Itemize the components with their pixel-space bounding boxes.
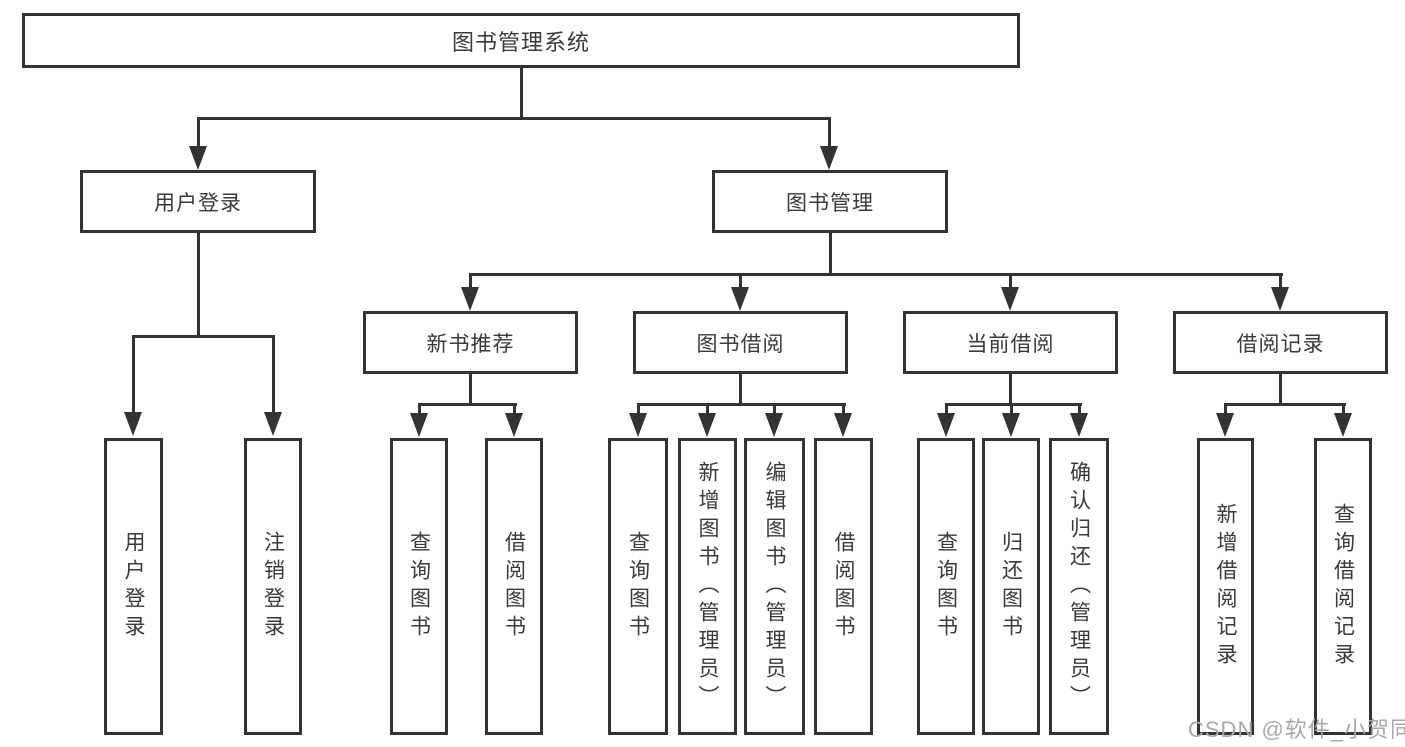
connector-nb-borrow-drop <box>513 406 516 413</box>
arrowhead-current-borrow-icon <box>1001 287 1019 311</box>
connector-current-borrow-bar <box>945 403 1082 406</box>
connector-bb-edit-drop <box>773 406 776 413</box>
connector-level1-bar <box>197 117 831 120</box>
arrowhead-rec-add-icon <box>1216 413 1234 437</box>
leaf-bb-borrow-books: 借阅图书 <box>814 438 873 735</box>
connector-new-book-drop <box>469 273 472 287</box>
arrowhead-nb-query-icon <box>410 413 428 437</box>
connector-user-login-drop <box>197 117 200 146</box>
node-new-book-recommend: 新书推荐 <box>363 311 578 374</box>
connector-root-stem <box>520 68 523 117</box>
arrowhead-bb-borrow-icon <box>834 413 852 437</box>
leaf-bb-edit-books-admin: 编辑图书（管理员） <box>744 438 805 735</box>
leaf-bb-add-books-admin: 新增图书（管理员） <box>678 438 737 735</box>
arrowhead-cb-return-icon <box>1002 413 1020 437</box>
connector-leaf-user-login-drop <box>132 335 135 412</box>
arrowhead-cb-confirm-icon <box>1070 413 1088 437</box>
connector-rec-add-drop <box>1224 406 1227 413</box>
connector-leaf-logout-drop <box>272 335 275 412</box>
arrowhead-new-book-icon <box>461 287 479 311</box>
connector-level2-bar <box>469 273 1283 276</box>
arrowhead-leaf-logout-icon <box>264 412 282 436</box>
connector-nb-query-drop <box>418 406 421 413</box>
connector-new-book-bar <box>418 403 517 406</box>
arrowhead-book-borrow-icon <box>731 287 749 311</box>
arrowhead-bb-edit-icon <box>765 413 783 437</box>
connector-borrow-records-stem <box>1279 374 1282 406</box>
leaf-user-login: 用户登录 <box>104 438 163 735</box>
arrowhead-bb-add-icon <box>698 413 716 437</box>
leaf-rec-query-borrow-record: 查询借阅记录 <box>1314 438 1372 735</box>
arrowhead-cb-query-icon <box>937 413 955 437</box>
leaf-rec-add-borrow-record: 新增借阅记录 <box>1197 438 1254 735</box>
connector-borrow-records-bar <box>1224 403 1346 406</box>
connector-user-login-stem <box>197 233 200 336</box>
connector-cb-return-drop <box>1010 406 1013 413</box>
connector-borrow-records-drop <box>1279 273 1282 287</box>
node-book-management: 图书管理 <box>712 170 948 233</box>
node-user-login: 用户登录 <box>80 170 316 233</box>
node-borrow-records: 借阅记录 <box>1173 311 1388 374</box>
connector-current-borrow-drop <box>1009 273 1012 287</box>
connector-rec-query-drop <box>1342 406 1345 413</box>
connector-book-mgmt-stem <box>829 233 832 273</box>
arrowhead-borrow-records-icon <box>1271 287 1289 311</box>
arrowhead-leaf-user-login-icon <box>124 412 142 436</box>
leaf-nb-borrow-books: 借阅图书 <box>485 438 543 735</box>
connector-current-borrow-stem <box>1009 374 1012 406</box>
arrowhead-nb-borrow-icon <box>505 413 523 437</box>
node-book-borrow: 图书借阅 <box>633 311 848 374</box>
leaf-bb-query-books: 查询图书 <box>608 438 668 735</box>
csdn-watermark: CSDN @软件_小贺同学 <box>1188 717 1405 742</box>
connector-book-borrow-drop <box>739 273 742 287</box>
leaf-cb-query-books: 查询图书 <box>917 438 975 735</box>
connector-bb-query-drop <box>637 406 640 413</box>
leaf-cb-confirm-return-admin: 确认归还（管理员） <box>1049 438 1109 735</box>
connector-bb-add-drop <box>706 406 709 413</box>
connector-bb-borrow-drop <box>842 406 845 413</box>
connector-user-login-bar <box>132 335 275 338</box>
node-current-borrow: 当前借阅 <box>903 311 1118 374</box>
arrowhead-book-mgmt-icon <box>820 146 838 170</box>
connector-cb-confirm-drop <box>1078 406 1081 413</box>
connector-cb-query-drop <box>945 406 948 413</box>
arrowhead-user-login-icon <box>189 146 207 170</box>
leaf-logout: 注销登录 <box>244 438 302 735</box>
node-root: 图书管理系统 <box>22 13 1020 68</box>
connector-book-mgmt-drop <box>828 117 831 146</box>
connector-book-borrow-stem <box>739 374 742 406</box>
leaf-cb-return-books: 归还图书 <box>982 438 1040 735</box>
connector-new-book-stem <box>469 374 472 406</box>
leaf-nb-query-books: 查询图书 <box>390 438 448 735</box>
connector-book-borrow-bar <box>637 403 846 406</box>
arrowhead-bb-query-icon <box>629 413 647 437</box>
arrowhead-rec-query-icon <box>1334 413 1352 437</box>
